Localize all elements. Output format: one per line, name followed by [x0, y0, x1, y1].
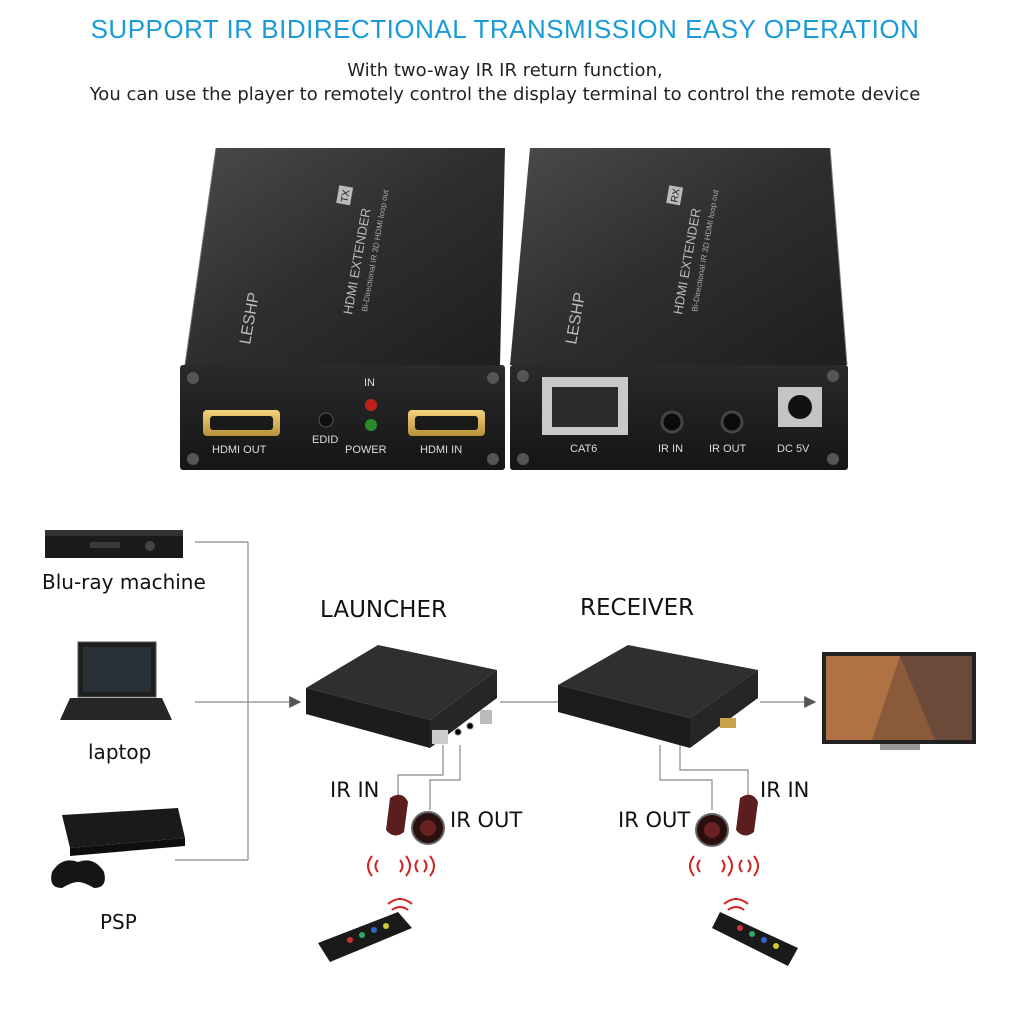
edid-button-icon	[318, 412, 334, 428]
receiver-ir-out-label: IR OUT	[618, 808, 691, 832]
tx-hdmi-out-label: HDMI OUT	[212, 444, 267, 456]
subtitle-line-2: You can use the player to remotely contr…	[89, 84, 921, 105]
bluray-player-icon	[45, 530, 183, 558]
product-photos: HDMI OUT EDID IN POWER HDMI IN LESHP HDM…	[180, 147, 848, 470]
rx-unit: CAT6 IR IN IR OUT DC 5V LESHP HDMI EXTEN…	[510, 147, 848, 470]
tx-led-in-label: IN	[364, 377, 375, 389]
source-label-psp: PSP	[100, 910, 137, 934]
receiver-ir-in-sensor-icon	[736, 794, 758, 836]
receiver-ir-in-label: IR IN	[760, 778, 810, 802]
receiver-ir-out-emitter-icon	[695, 813, 729, 847]
page-title: SUPPORT IR BIDIRECTIONAL TRANSMISSION EA…	[90, 14, 920, 44]
rx-cat6-label: CAT6	[570, 443, 597, 455]
tx-unit: HDMI OUT EDID IN POWER HDMI IN LESHP HDM…	[180, 147, 505, 470]
tx-power-label: POWER	[345, 444, 387, 456]
rx-dc-label: DC 5V	[777, 443, 810, 455]
ir-in-jack-icon	[660, 410, 684, 434]
source-bracket	[175, 541, 817, 861]
rx-ir-in-label: IR IN	[658, 443, 683, 455]
launcher-ir-in-label: IR IN	[330, 778, 380, 802]
receiver-label: RECEIVER	[580, 595, 695, 621]
led-green-icon	[365, 419, 377, 431]
launcher-ir-out-label: IR OUT	[450, 808, 523, 832]
tx-edid-label: EDID	[312, 434, 338, 446]
receiver-device	[558, 645, 758, 748]
game-console-icon	[51, 808, 185, 888]
launcher-label: LAUNCHER	[320, 597, 447, 623]
rx-ir-out-label: IR OUT	[709, 443, 747, 455]
tx-hdmi-in-label: HDMI IN	[420, 444, 462, 456]
ir-out-jack-icon	[720, 410, 744, 434]
connection-diagram	[45, 530, 976, 966]
source-label-bluray: Blu-ray machine	[42, 570, 206, 594]
ir-signal-waves	[367, 855, 759, 911]
launcher-device	[306, 645, 497, 748]
tx-badge-label: TX	[339, 189, 352, 204]
subtitle-line-1: With two-way IR IR return function,	[347, 60, 663, 81]
led-red-icon	[365, 399, 377, 411]
source-label-laptop: laptop	[88, 740, 152, 764]
remote-control-icon	[318, 912, 412, 962]
rx-badge-label: RX	[669, 187, 682, 203]
launcher-ir-out-emitter-icon	[411, 811, 445, 845]
remote-control-icon-2	[712, 912, 798, 966]
tv-icon	[822, 652, 976, 750]
launcher-ir-in-sensor-icon	[386, 794, 408, 836]
laptop-icon	[60, 641, 172, 720]
